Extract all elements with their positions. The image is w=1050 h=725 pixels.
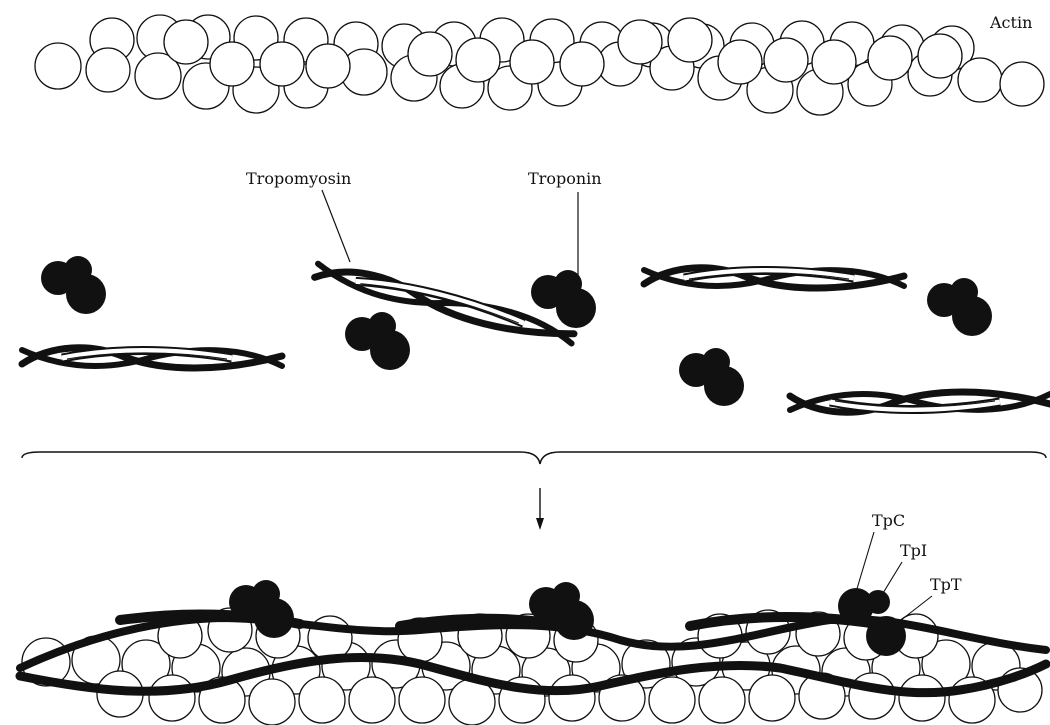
tropomyosin-label: Tropomyosin (246, 169, 351, 188)
tpi-leader-line (880, 562, 902, 598)
tropomyosin-strand (790, 392, 1050, 412)
tpt-label: TpT (930, 575, 962, 594)
tropomyosin-leader-line (322, 190, 350, 262)
tpc-label: TpC (872, 511, 905, 530)
assembled-thin-filament (20, 580, 1046, 725)
troponin-complex (927, 278, 992, 336)
tpi-label: TpI (900, 541, 927, 560)
tropomyosin-strand (22, 348, 282, 368)
down-arrow-icon (536, 488, 544, 530)
troponin-complex (41, 256, 106, 314)
troponin-complex (531, 270, 596, 328)
actin-filament (35, 15, 1044, 115)
troponin-complex (679, 348, 744, 406)
grouping-brace (22, 452, 1046, 464)
actin-label: Actin (989, 13, 1032, 32)
tropomyosin-strand (644, 268, 904, 288)
troponin-complex (345, 312, 410, 370)
troponin-label: Troponin (528, 169, 602, 188)
tpc-leader-line (856, 532, 874, 592)
